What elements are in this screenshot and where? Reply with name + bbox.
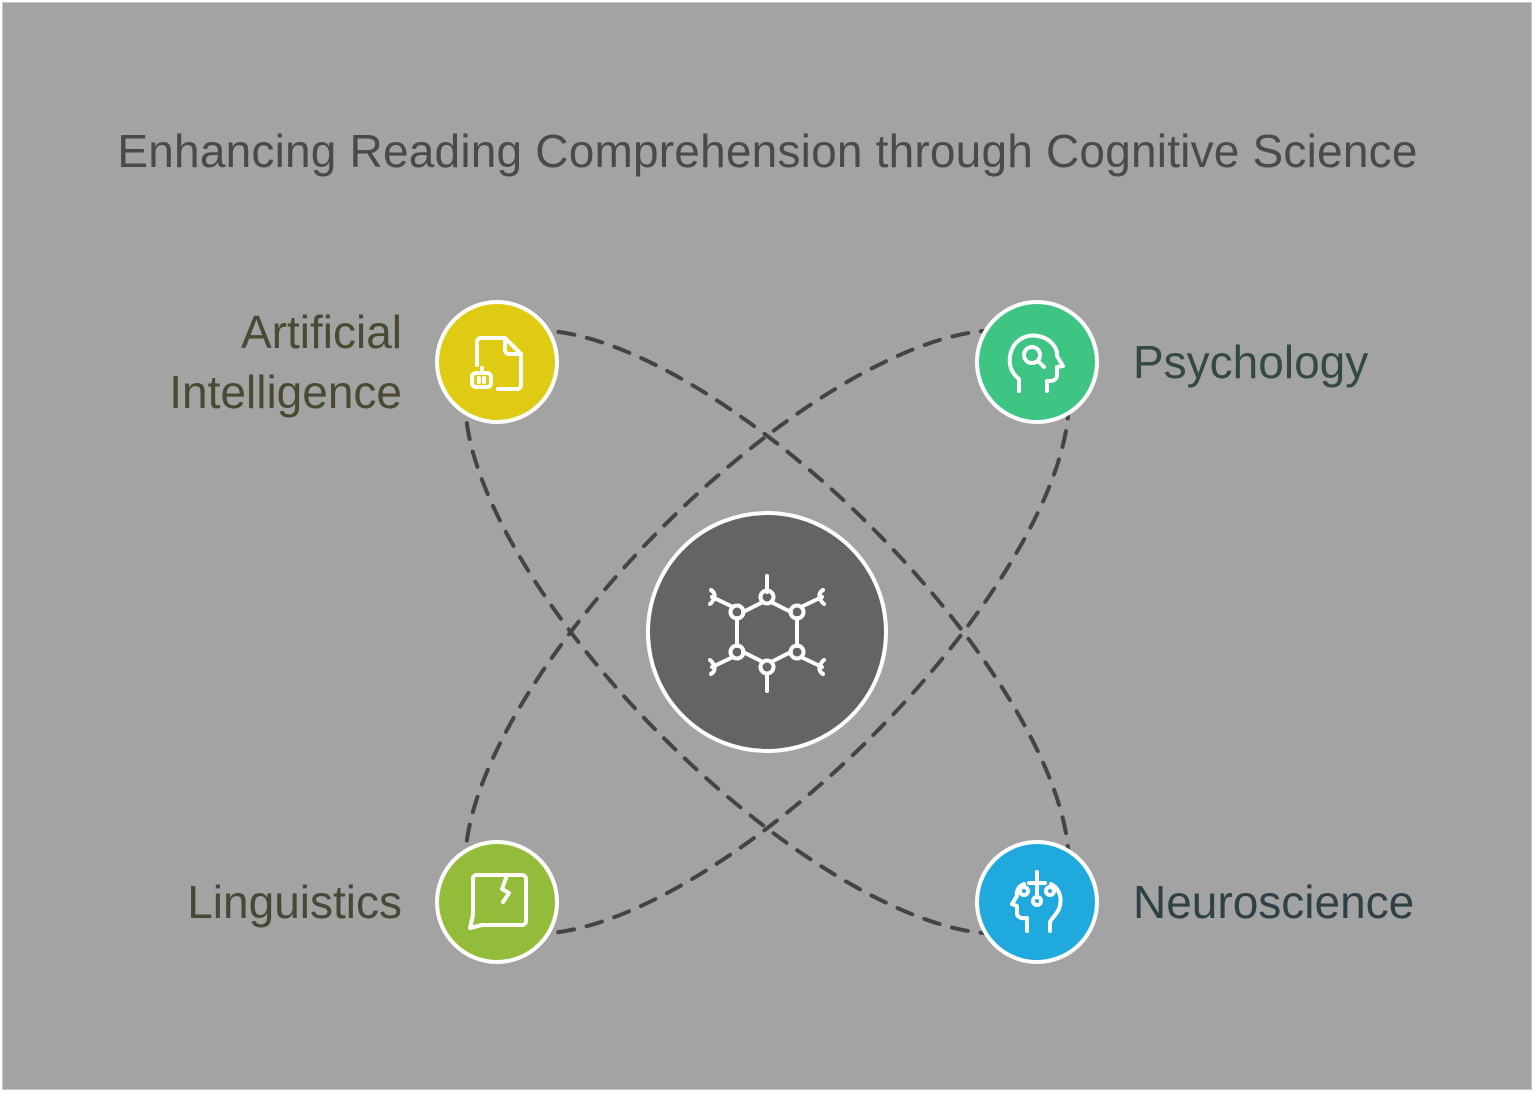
center-node[interactable] [646, 511, 888, 753]
speech-bubble-icon [468, 872, 528, 930]
node-psychology[interactable] [975, 300, 1099, 424]
label-neuroscience: Neuroscience [1133, 876, 1415, 928]
label-psychology: Psychology [1133, 336, 1369, 388]
label-ai-line1: Artificial [240, 306, 402, 358]
document-robot-icon [470, 336, 523, 391]
brain-head-icon [1010, 870, 1063, 933]
label-ai: Artificial Intelligence [169, 302, 402, 422]
head-magnifier-icon [1007, 333, 1065, 393]
diagram-title: Enhancing Reading Comprehension through … [117, 125, 1418, 177]
node-ai[interactable] [435, 300, 559, 424]
molecule-network-icon [708, 574, 826, 693]
node-neuroscience[interactable] [975, 840, 1099, 964]
label-linguistics: Linguistics [187, 876, 402, 928]
label-ai-line2: Intelligence [169, 366, 402, 418]
node-linguistics[interactable] [435, 840, 559, 964]
